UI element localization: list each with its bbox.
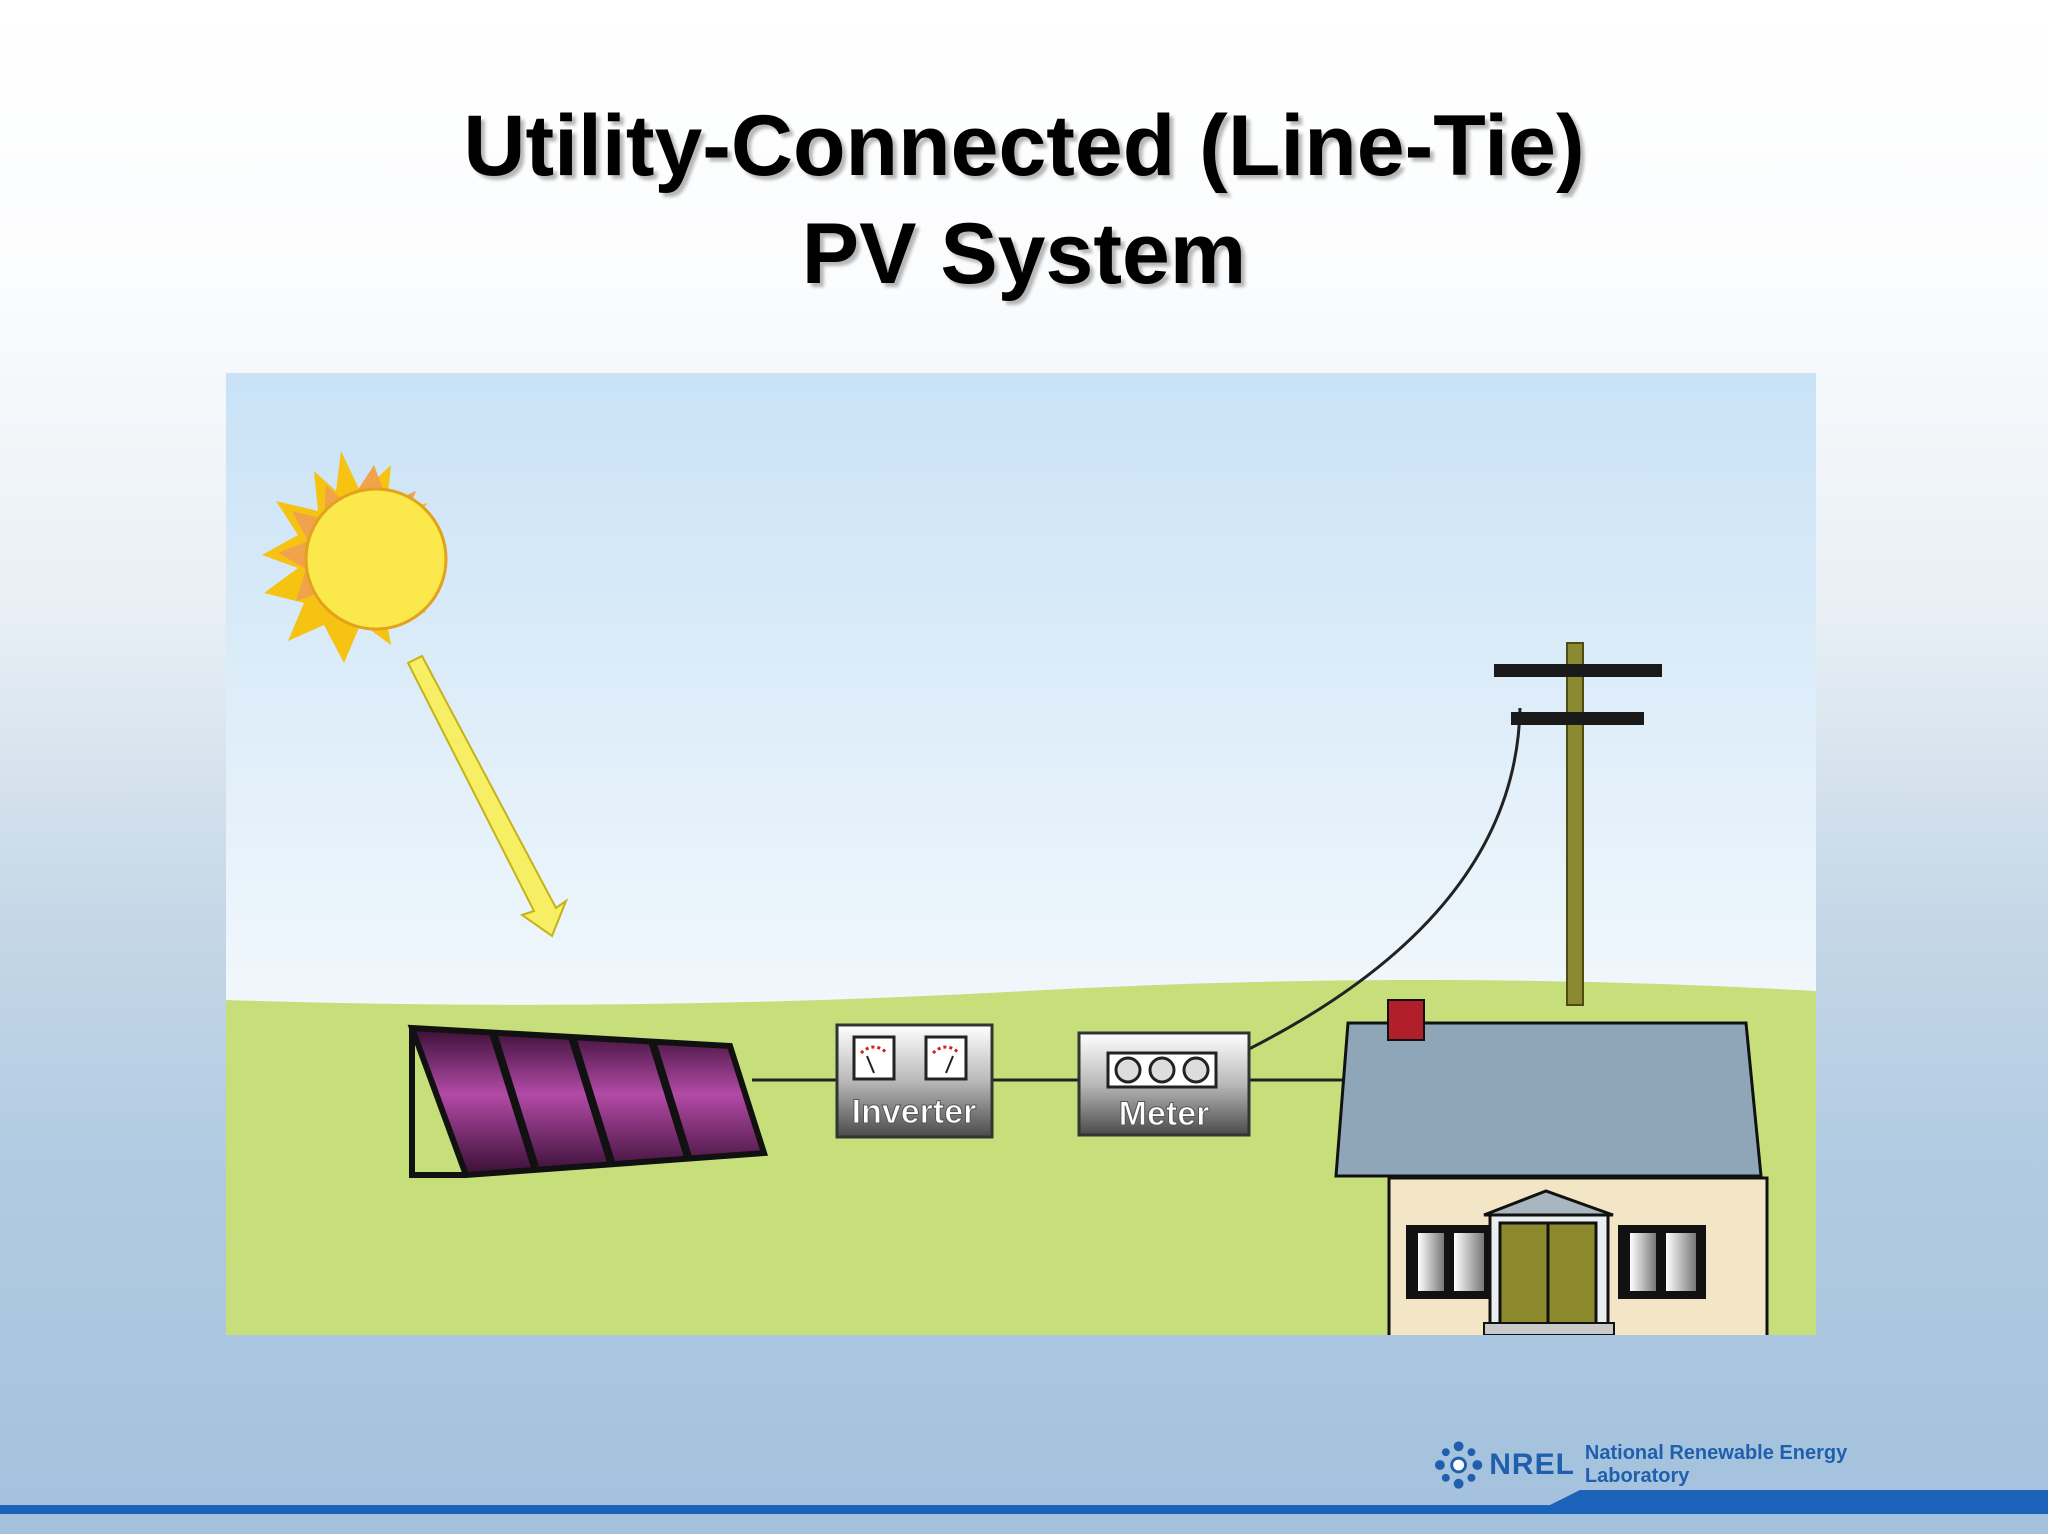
- inverter-label: Inverter: [852, 1093, 977, 1131]
- nrel-logo: NREL National Renewable Energy Laborator…: [1432, 1437, 1952, 1493]
- sunlight-arrow: [406, 654, 569, 938]
- footer-rule: [0, 1505, 2048, 1514]
- wires: [752, 707, 1522, 1082]
- sun-icon: [262, 451, 448, 663]
- slide-title-line-2: PV System: [801, 206, 1247, 302]
- utility-pole: [1494, 642, 1662, 1006]
- pv-system-diagram: Inverter Meter: [226, 373, 1816, 1335]
- inverter-box: Inverter: [835, 1023, 994, 1139]
- solar-panel: [407, 1024, 769, 1179]
- nrel-abbreviation: NREL: [1489, 1448, 1575, 1481]
- nrel-full-name: National Renewable Energy Laboratory: [1584, 1442, 1848, 1487]
- meter-label: Meter: [1119, 1095, 1210, 1133]
- house: [1334, 999, 1769, 1335]
- slide-title-line-1: Utility-Connected (Line-Tie): [463, 98, 1585, 194]
- nrel-logo-icon: [1434, 1441, 1483, 1489]
- slide-title: Utility-Connected (Line-Tie) PV System: [0, 92, 2048, 308]
- meter-box: Meter: [1077, 1031, 1251, 1137]
